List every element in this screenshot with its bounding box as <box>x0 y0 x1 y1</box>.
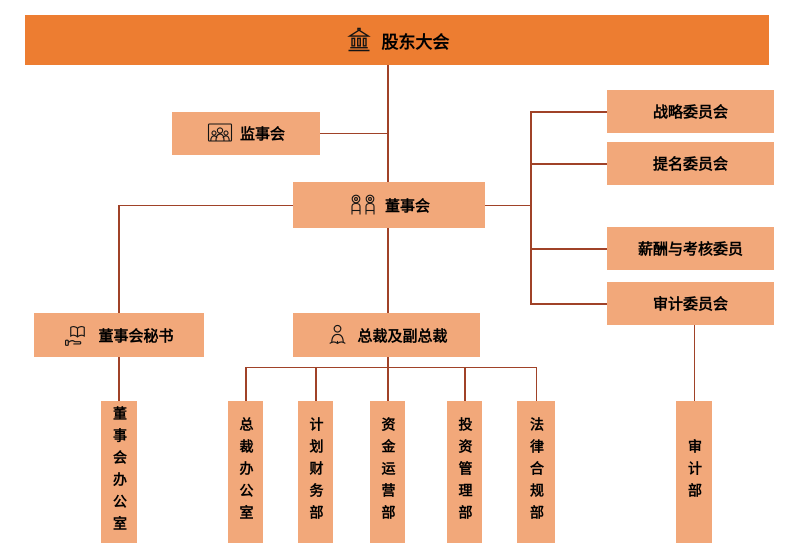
node-label: 计划财务部 <box>307 417 324 527</box>
node-compensation-committee[interactable]: 薪酬与考核委员 <box>607 227 774 270</box>
node-label: 提名委员会 <box>652 155 728 173</box>
node-label: 投资管理部 <box>456 417 473 527</box>
node-strategy-committee[interactable]: 战略委员会 <box>607 90 774 133</box>
node-shareholders-meeting[interactable]: 股东大会 <box>25 15 769 65</box>
node-investment-management-dept[interactable]: 投资管理部 <box>447 401 482 543</box>
node-nomination-committee[interactable]: 提名委员会 <box>607 142 774 185</box>
node-capital-operations-dept[interactable]: 资金运营部 <box>370 401 405 543</box>
node-label: 法律合规部 <box>528 417 544 527</box>
connector-line <box>245 366 247 401</box>
connector-line <box>387 366 389 401</box>
node-board-office[interactable]: 董事会办公室 <box>101 401 137 543</box>
node-board-secretary[interactable]: 董事会秘书 <box>34 313 204 357</box>
node-audit-dept[interactable]: 审计部 <box>676 401 712 543</box>
connector-line <box>535 366 537 401</box>
node-legal-compliance-dept[interactable]: 法律合规部 <box>517 401 555 543</box>
people-frame-icon <box>207 122 233 145</box>
node-audit-committee[interactable]: 审计委员会 <box>607 282 774 325</box>
connector-line <box>245 366 537 368</box>
person-reading-icon <box>325 323 350 348</box>
connector-line <box>530 248 607 250</box>
connector-line <box>118 204 293 206</box>
connector-line <box>118 357 120 401</box>
connector-line <box>530 303 607 305</box>
connector-line <box>693 325 695 401</box>
connector-line <box>315 366 317 401</box>
node-president-vice-presidents[interactable]: 总裁及副总裁 <box>293 313 480 357</box>
connector-line <box>530 111 607 113</box>
node-label: 总裁办公室 <box>237 417 254 527</box>
connector-line <box>464 366 466 401</box>
connector-line <box>320 132 388 134</box>
node-label: 董事会 <box>384 196 430 215</box>
node-label: 监事会 <box>239 125 285 143</box>
node-label: 股东大会 <box>381 32 450 53</box>
node-label: 战略委员会 <box>652 103 728 121</box>
node-planning-finance-dept[interactable]: 计划财务部 <box>298 401 333 543</box>
node-supervisory-board[interactable]: 监事会 <box>172 112 320 155</box>
node-label: 总裁及副总裁 <box>357 326 448 345</box>
connector-line <box>485 204 531 206</box>
node-label: 董事会办公室 <box>111 406 127 538</box>
bank-icon <box>345 26 373 54</box>
node-board-of-directors[interactable]: 董事会 <box>293 182 485 228</box>
connector-line <box>387 357 389 367</box>
node-label: 资金运营部 <box>379 417 396 527</box>
node-label: 审计部 <box>686 439 702 505</box>
node-label: 薪酬与考核委员 <box>637 240 743 258</box>
seated-members-icon <box>348 193 378 218</box>
connector-line <box>118 204 120 314</box>
connector-line <box>387 65 389 182</box>
connector-line <box>530 163 607 165</box>
node-label: 审计委员会 <box>652 295 728 313</box>
connector-line <box>530 111 532 304</box>
node-president-office[interactable]: 总裁办公室 <box>228 401 263 543</box>
connector-line <box>387 228 389 313</box>
node-label: 董事会秘书 <box>98 326 174 345</box>
book-hand-icon <box>64 323 91 348</box>
